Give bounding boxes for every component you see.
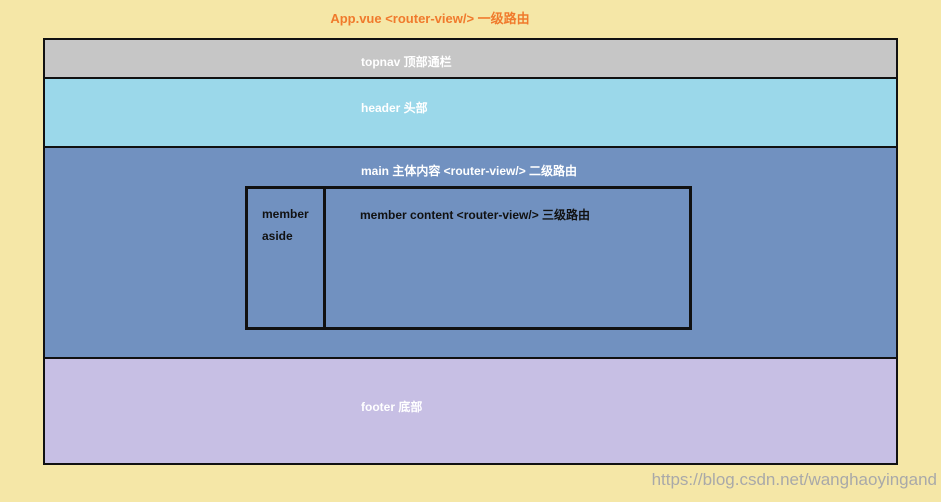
footer-region: footer 底部 (45, 359, 896, 463)
member-aside-region: member aside (248, 189, 326, 327)
topnav-region: topnav 顶部通栏 (45, 40, 896, 79)
member-content-label: member content <router-view/> 三级路由 (360, 208, 591, 222)
member-content-region: member content <router-view/> 三级路由 (326, 189, 689, 327)
watermark-url: https://blog.csdn.net/wanghaoyingand (651, 470, 937, 489)
member-aside-label-line1: member (262, 207, 309, 221)
main-region: main 主体内容 <router-view/> 二级路由 member asi… (45, 148, 896, 359)
header-label: header 头部 (361, 101, 428, 115)
member-layout-box: member aside member content <router-view… (245, 186, 692, 330)
member-aside-label-line2: aside (262, 229, 293, 243)
app-container: topnav 顶部通栏 header 头部 main 主体内容 <router-… (43, 38, 898, 465)
topnav-label: topnav 顶部通栏 (361, 55, 452, 69)
footer-label: footer 底部 (361, 400, 423, 414)
main-label: main 主体内容 <router-view/> 二级路由 (361, 164, 578, 178)
diagram-title: App.vue <router-view/> 一级路由 (330, 11, 530, 26)
header-region: header 头部 (45, 79, 896, 148)
